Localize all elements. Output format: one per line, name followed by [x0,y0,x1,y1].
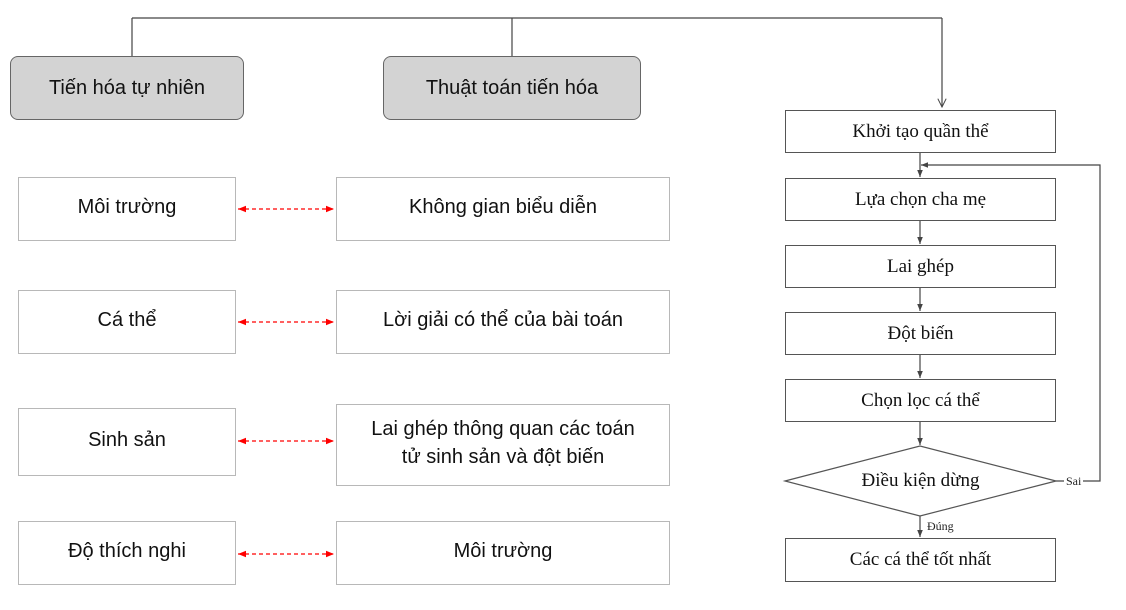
step-label: Lựa chọn cha mẹ [854,188,987,210]
algorithm-concept-box: Lai ghép thông quan các toán tử sinh sản… [336,404,670,486]
step-initialize-population: Khởi tạo quần thể [785,110,1056,153]
algorithm-concept-box: Môi trường [336,521,670,585]
step-crossover: Lai ghép [785,245,1056,288]
result-best-individuals: Các cá thể tốt nhất [785,538,1056,582]
step-mutation: Đột biến [785,312,1056,355]
no-branch-label: Sai [1064,474,1084,488]
decision-stop-condition-label: Điều kiện dừng [861,470,980,491]
natural-concept-label: Môi trường [77,196,177,218]
step-label: Chọn lọc cá thể [861,389,980,411]
step-label: Đột biến [887,322,954,344]
algorithm-concept-label-line: Lai ghép thông quan các toán [371,418,635,440]
natural-concept-label: Độ thích nghi [68,540,186,562]
algorithm-concept-box: Không gian biểu diễn [336,177,670,241]
result-label: Các cá thể tốt nhất [849,549,992,570]
decision-diamond [782,445,1057,517]
natural-concept-box: Cá thể [18,290,236,354]
step-survivor-selection: Chọn lọc cá thể [785,379,1056,422]
algorithm-concept-label: Không gian biểu diễn [409,196,597,218]
algorithm-concept-label-line: tử sinh sản và đột biến [401,446,605,468]
natural-concept-box: Sinh sản [18,408,236,476]
natural-concept-label: Cá thể [97,309,157,331]
yes-branch-label: Đúng [927,519,954,533]
natural-concept-box: Độ thích nghi [18,521,236,585]
natural-concept-label: Sinh sản [88,429,166,451]
step-label: Lai ghép [886,255,954,277]
algorithm-concept-label: Lời giải có thể của bài toán [383,309,623,331]
step-parent-selection: Lựa chọn cha mẹ [785,178,1056,221]
algorithm-concept-box: Lời giải có thể của bài toán [336,290,670,354]
header-evolutionary-algorithm: Thuật toán tiến hóa [383,56,641,120]
natural-concept-box: Môi trường [18,177,236,241]
header-evolutionary-algorithm-label: Thuật toán tiến hóa [425,76,599,99]
algorithm-concept-label: Môi trường [453,540,553,562]
header-natural-evolution: Tiến hóa tự nhiên [10,56,244,120]
header-natural-evolution-label: Tiến hóa tự nhiên [48,76,206,99]
step-label: Khởi tạo quần thể [852,120,989,142]
